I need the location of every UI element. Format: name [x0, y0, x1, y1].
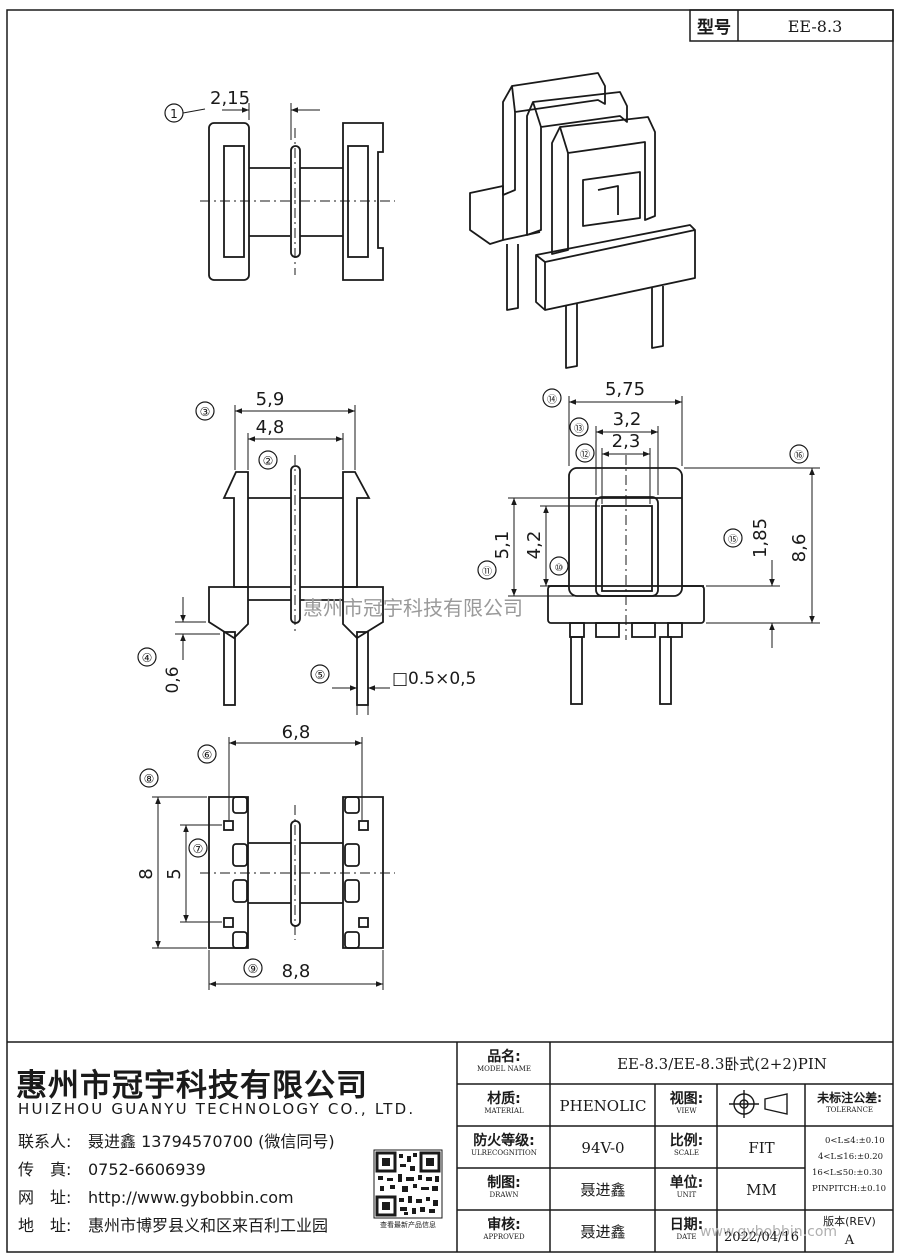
svg-text:⑪: ⑪	[482, 566, 492, 578]
material-value: PHENOLIC	[559, 1096, 647, 1115]
balloon-7: ⑦	[188, 838, 208, 858]
unit-value: MM	[746, 1180, 777, 1199]
svg-text:⑥: ⑥	[202, 748, 213, 762]
svg-text:⑮: ⑮	[728, 534, 738, 546]
dim-8-8: 8,8	[282, 961, 311, 982]
svg-text:⑦: ⑦	[193, 842, 204, 856]
balloon-6: ⑥	[197, 744, 217, 764]
balloon-15: ⑮	[723, 528, 743, 548]
approved-value: 聂进鑫	[580, 1223, 626, 1241]
scale-value: FIT	[748, 1138, 775, 1157]
company-name-zh: 惠州市冠宇科技有限公司	[16, 1068, 368, 1104]
dim-2-15: 2,15	[210, 88, 250, 109]
balloon-11: ⑪	[477, 560, 497, 580]
side-view	[508, 396, 820, 705]
dim-5-9: 5,9	[256, 389, 285, 410]
tolerance-3: 16<L≤50:±0.30	[812, 1168, 883, 1178]
label-model-name: 品名:MODEL NAME	[477, 1049, 531, 1073]
watermark-text: 惠州市冠宇科技有限公司	[303, 596, 523, 620]
dim-5-75: 5,75	[605, 379, 645, 400]
date-value: 2022/04/16	[724, 1229, 799, 1245]
watermark-url: www.gybobbin.com	[700, 1224, 838, 1240]
model-value: EE-8.3	[788, 17, 843, 36]
balloons: ③ ② ④ ⑤ ⑥ ⑧ ⑦ ⑨ ⑭ ⑬ ⑫ ⑯ ⑮ ⑩ ⑪	[137, 388, 809, 978]
dim-1-85: 1,85	[750, 518, 771, 558]
tolerance-2: 4<L≤16:±0.20	[818, 1152, 884, 1162]
fax-line: 传 真:0752-6606939	[18, 1160, 206, 1179]
balloon-4: ④	[137, 647, 157, 667]
label-drawn: 制图:DRAWN	[487, 1175, 521, 1199]
dim-5: 5	[164, 868, 185, 879]
label-approved: 审核:APPROVED	[483, 1217, 525, 1241]
dim-4-8: 4,8	[256, 417, 285, 438]
tolerance-4: PINPITCH:±0.10	[812, 1184, 887, 1194]
label-scale: 比例:SCALE	[669, 1133, 704, 1157]
isometric-view	[469, 72, 696, 369]
dim-8: 8	[136, 868, 157, 879]
sheet-border	[6, 9, 894, 1253]
label-material: 材质:MATERIAL	[484, 1091, 524, 1115]
dim-2-3: 2,3	[612, 431, 641, 452]
balloon-3: ③	[195, 401, 215, 421]
svg-text:⑤: ⑤	[315, 668, 326, 682]
front-view	[175, 405, 390, 715]
svg-text:1: 1	[170, 107, 178, 121]
tolerance-1: 0<L≤4:±0.10	[825, 1136, 885, 1146]
dim-0-6: 0,6	[163, 666, 183, 693]
dim-4-2: 4,2	[524, 531, 545, 560]
address-line: 地 址:惠州市博罗县义和区来百利工业园	[18, 1216, 329, 1235]
balloon-8: ⑧	[139, 768, 159, 788]
label-fire-rating: 防火等级:ULRECOGNITION	[471, 1133, 537, 1157]
fire-rating-value: 94V-0	[581, 1138, 625, 1157]
title-block-grid	[7, 1041, 893, 1252]
svg-text:⑬: ⑬	[574, 423, 584, 435]
model-name-value: EE-8.3/EE-8.3卧式(2+2)PIN	[617, 1055, 827, 1073]
balloon-14: ⑭	[542, 388, 562, 408]
website-line[interactable]: 网 址:http://www.gybobbin.com	[18, 1188, 294, 1207]
svg-text:⑭: ⑭	[547, 394, 557, 406]
dim-8-6: 8,6	[789, 534, 810, 563]
svg-text:⑩: ⑩	[555, 563, 564, 574]
top-view	[200, 103, 395, 281]
bottom-view	[152, 737, 395, 990]
drawn-value: 聂进鑫	[580, 1181, 626, 1199]
projection-symbol-icon	[729, 1090, 788, 1118]
qr-code-icon	[373, 1149, 443, 1219]
revision-value: A	[844, 1232, 855, 1248]
balloon-16: ⑯	[789, 444, 809, 464]
label-revision: 版本(REV)	[823, 1215, 876, 1228]
dim-pin-size: □0.5×0,5	[392, 669, 476, 689]
svg-text:④: ④	[142, 651, 153, 665]
svg-text:⑧: ⑧	[144, 772, 155, 786]
balloon-10: ⑩	[549, 556, 569, 576]
company-name-en: HUIZHOU GUANYU TECHNOLOGY CO., LTD.	[18, 1100, 416, 1118]
balloon-5: ⑤	[310, 664, 330, 684]
label-unit: 单位:UNIT	[669, 1175, 704, 1199]
label-view: 视图:VIEW	[669, 1091, 704, 1115]
balloon-2: ②	[258, 450, 278, 470]
dim-5-1: 5,1	[492, 531, 513, 560]
svg-text:⑫: ⑫	[580, 449, 590, 461]
label-tolerance: 未标注公差:TOLERANCE	[817, 1091, 882, 1114]
label-date: 日期:DATE	[669, 1217, 704, 1241]
dim-6-8: 6,8	[282, 722, 311, 743]
balloon-12: ⑫	[575, 443, 595, 463]
qr-caption: 查看最新产品信息	[380, 1221, 436, 1229]
balloon-13: ⑬	[569, 417, 589, 437]
svg-text:⑨: ⑨	[248, 962, 259, 976]
contact-line: 联系人:聂进鑫 13794570700 (微信同号)	[18, 1132, 335, 1151]
model-header-box: 型号 EE-8.3	[689, 9, 894, 42]
balloon-9: ⑨	[243, 958, 263, 978]
model-label: 型号	[697, 17, 731, 38]
dim-3-2: 3,2	[613, 409, 642, 430]
svg-text:⑯: ⑯	[794, 450, 804, 462]
svg-text:②: ②	[263, 454, 274, 468]
svg-text:③: ③	[200, 405, 211, 419]
